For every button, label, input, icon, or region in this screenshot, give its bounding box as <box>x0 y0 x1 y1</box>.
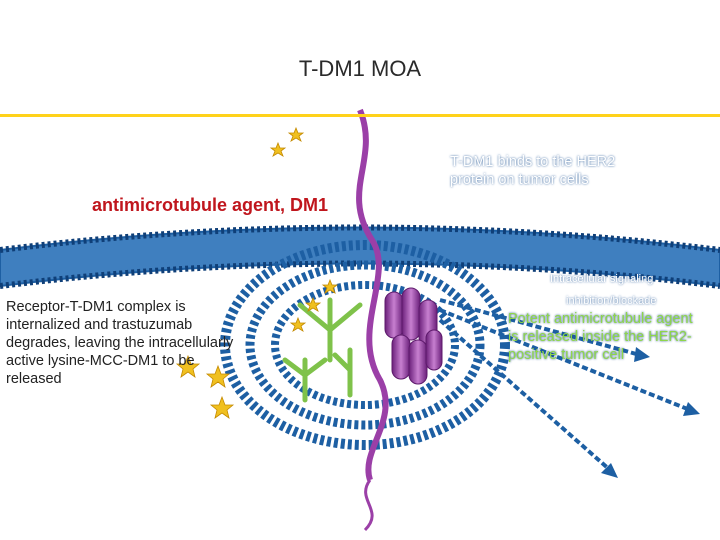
inhibition-label: inhibition/blockade <box>566 295 657 307</box>
internalize-label: Receptor-T-DM1 complex is internalized a… <box>6 299 234 387</box>
dm1-payload-stars <box>175 126 339 419</box>
membrane-outer-leaflet <box>0 224 720 253</box>
endosome-inner <box>271 281 459 409</box>
release-label: Potent antimicrotubule agent is released… <box>508 311 693 363</box>
antibody-group <box>282 297 363 403</box>
signaling-label: Intracellular signaling <box>550 273 654 285</box>
her2-receptor-strand <box>356 108 389 481</box>
endosome-outer <box>220 240 510 450</box>
her2-receptor-tail <box>363 479 374 532</box>
agent-label: antimicrotubule agent, DM1 <box>92 195 329 215</box>
signaling-arrows <box>438 298 691 472</box>
endosome-middle <box>245 260 485 430</box>
bind-label: T-DM1 binds to the HER2 protein on tumor… <box>450 154 616 188</box>
receptor-domain-cluster <box>384 287 443 385</box>
title-accent-line <box>0 114 720 117</box>
arrow-heads <box>601 347 700 478</box>
slide-title: T-DM1 MOA <box>298 56 422 81</box>
